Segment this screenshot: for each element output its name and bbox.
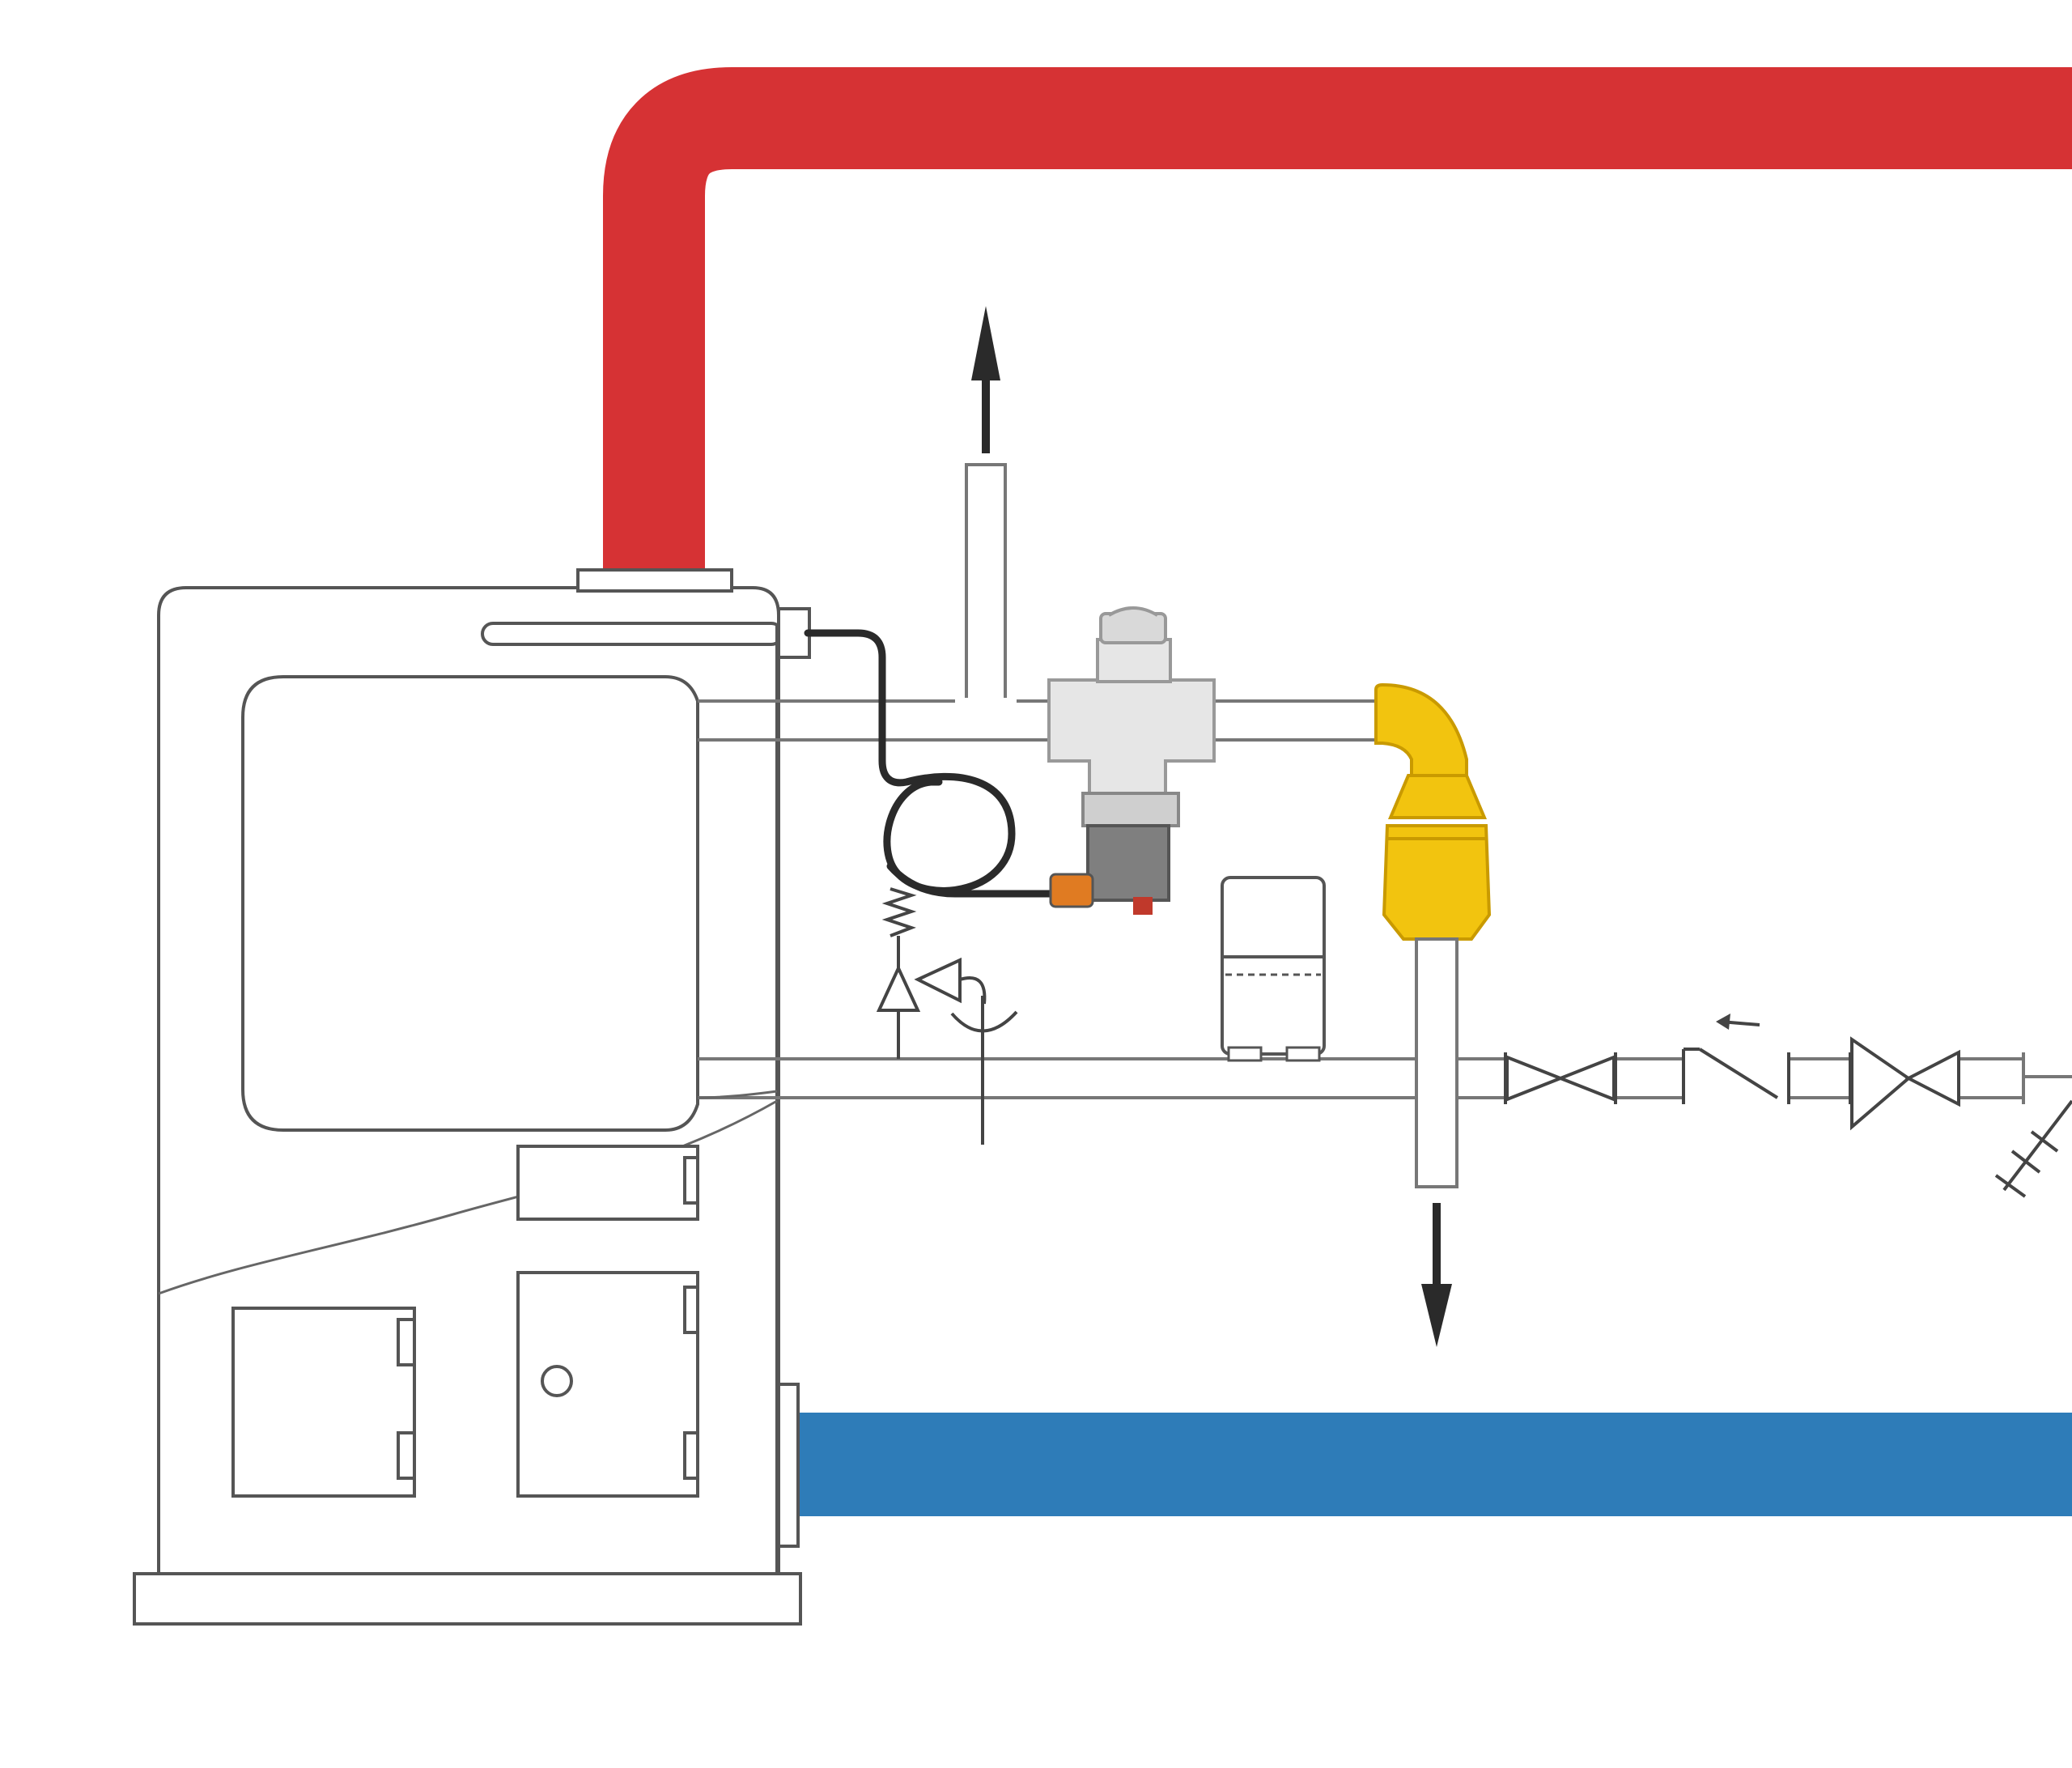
capillary-tube [804,629,1072,898]
ash-door [231,1307,416,1498]
safety-valve-icon [876,887,1018,1145]
arrow-up-icon [971,306,1000,453]
vent-pipe [955,463,1017,704]
fire-door [516,1271,699,1498]
check-valve-icon [1682,1048,1790,1104]
expansion-vessel [1221,876,1326,1062]
gate-valve-icon [1504,1052,1617,1104]
cold-return-pipe [797,1413,2072,1516]
arrow-left-icon [1716,1014,1760,1030]
fire-door-hinge-top [683,1286,699,1334]
ash-door-hinge-top [397,1318,416,1366]
supply-flange [576,568,733,593]
boiler [133,568,811,1626]
drain-pipe [1415,937,1458,1188]
sensor-tip [1049,873,1094,908]
sensor-pocket [481,622,783,646]
fire-door-hinge-bottom [683,1431,699,1480]
strainer-icon [1994,1099,2072,1198]
thermal-discharge-valve [1047,606,1216,915]
gate-valve-2-icon [1849,1036,1960,1131]
upper-door-hinge [683,1156,699,1205]
heat-exchanger [241,675,699,1132]
return-pipe-flange [777,1383,800,1548]
cooling-coil-outlet-line [698,699,1376,742]
coil-return-bend [697,1090,778,1099]
fire-door-peephole [541,1365,573,1397]
funnel-icon [1374,682,1492,941]
boiler-base [133,1572,802,1626]
ash-door-hinge-bottom [397,1431,416,1480]
arrow-down-icon [1421,1203,1452,1347]
cold-water-feed-line [698,1052,2072,1104]
hot-supply-pipe [603,67,2072,576]
upper-door [516,1145,699,1221]
